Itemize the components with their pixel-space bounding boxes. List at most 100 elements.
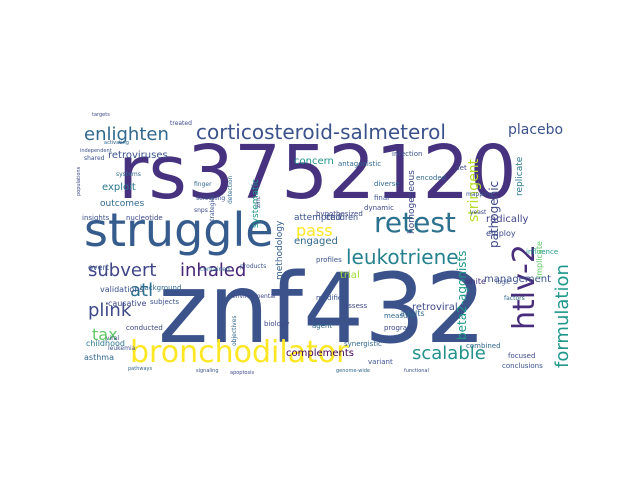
- word-causative: causative: [108, 299, 147, 308]
- word-leukemia: leukemia: [108, 345, 136, 352]
- word-dynamic: dynamic: [364, 204, 394, 212]
- word-detection: detection: [227, 175, 234, 204]
- word-management: management: [484, 274, 551, 285]
- word-trial: trial: [340, 270, 360, 281]
- word-set: set: [456, 164, 467, 172]
- word-conducted: conducted: [126, 324, 163, 332]
- word-nucleotide: nucleotide: [126, 214, 163, 222]
- word-background: background: [140, 284, 181, 292]
- word-placebo: placebo: [508, 122, 563, 138]
- word-products: products: [240, 263, 266, 270]
- word-independent: independent: [80, 148, 112, 154]
- word-exploit: exploit: [102, 182, 136, 193]
- word-retroviruses: retroviruses: [108, 150, 168, 161]
- word-znf432: znf432: [158, 253, 486, 365]
- word-pass: pass: [296, 221, 333, 240]
- word-inhaled: inhaled: [180, 260, 246, 281]
- word-modifier: modifier: [316, 294, 345, 302]
- word-subjects: subjects: [150, 298, 179, 306]
- word-tax: tax: [92, 325, 118, 344]
- word-concern: concern: [294, 156, 334, 167]
- word-scalable: scalable: [412, 343, 486, 364]
- word-radically: radically: [486, 214, 529, 225]
- word-targets: targets: [92, 112, 110, 118]
- word-attempted: attempted: [294, 213, 341, 223]
- word-employ: employ: [486, 229, 516, 238]
- word-beta2-agonists: beta2-agonists: [455, 251, 469, 340]
- word-final: final: [374, 194, 389, 202]
- word-viral: viral: [106, 335, 119, 342]
- word-childhood: childhood: [86, 339, 125, 348]
- word-genome-wide: genome-wide: [336, 368, 370, 374]
- word-conclusions: conclusions: [502, 362, 543, 370]
- word-atl: atl: [130, 280, 153, 301]
- word-replicate: replicate: [515, 156, 525, 196]
- word-insights: insights: [82, 214, 110, 222]
- word-diverse: diverse: [374, 180, 400, 188]
- word-implicate: implicate: [535, 241, 544, 278]
- word-enlighten: enlighten: [84, 124, 169, 145]
- word-stringent: stringent: [466, 158, 482, 222]
- word-antagonistic: antagonistic: [338, 160, 381, 168]
- word-bronchodilator: bronchodilator: [130, 335, 349, 370]
- word-adults: adults: [400, 309, 425, 318]
- word-homogeneous: homogeneous: [407, 170, 417, 234]
- word-subvert: subvert: [88, 260, 156, 281]
- word-children: children: [326, 213, 358, 222]
- word-retroviral: retroviral: [412, 302, 458, 313]
- word-corticosteroid-salmeterol: corticosteroid-salmeterol: [196, 120, 446, 144]
- word-contained: contained: [200, 266, 230, 273]
- word-infection: infection: [392, 150, 422, 158]
- word-mapping: mapping: [466, 191, 493, 198]
- word-functional: functional: [404, 368, 429, 374]
- word-pathogenic: pathogenic: [487, 181, 501, 248]
- word-assess: assess: [344, 302, 368, 310]
- word-apoptosis: apoptosis: [230, 370, 254, 376]
- word-systems: systems: [116, 171, 141, 178]
- word-validations: validations: [100, 285, 144, 294]
- word-systematic: systematic: [251, 179, 261, 228]
- word-zinc: zinc: [255, 196, 262, 208]
- word-environmental: environmental: [232, 293, 276, 300]
- word-measure: measure: [384, 312, 415, 320]
- word-overt: overt: [88, 263, 109, 272]
- word-complements: complements: [286, 348, 354, 359]
- word-pathways: pathways: [128, 366, 152, 372]
- word-encoded: encoded: [416, 174, 446, 182]
- word-factors: factors: [504, 295, 525, 302]
- word-activating: activating: [104, 140, 129, 146]
- word-formulation: formulation: [552, 264, 573, 368]
- word-outcomes: outcomes: [100, 199, 144, 209]
- word-profiles: profiles: [316, 256, 342, 264]
- word-hypothesized: hypothesized: [316, 210, 363, 218]
- word-plink: plink: [88, 300, 132, 321]
- word-biology: biology: [264, 320, 289, 328]
- word-program: program: [384, 324, 414, 332]
- word-shared: shared: [84, 155, 105, 162]
- word-white: white: [464, 277, 486, 286]
- word-agent: agent: [312, 322, 332, 330]
- word-variant: variant: [368, 358, 393, 366]
- word-screening: screening: [196, 195, 225, 202]
- word-populations: populations: [76, 166, 82, 196]
- word-htlv-2: htlv-2: [507, 244, 542, 330]
- word-influence: influence: [526, 248, 558, 256]
- word-logic: logic: [496, 279, 510, 286]
- word-leukotriene: leukotriene: [346, 245, 459, 269]
- word-treated: treated: [170, 120, 192, 127]
- word-objectives: objectives: [231, 315, 238, 346]
- word-snps: snps: [194, 207, 208, 214]
- word-yeast: yeast: [470, 209, 487, 216]
- word-finger: finger: [194, 181, 212, 188]
- word-methodology: methodology: [275, 220, 285, 280]
- word-focused: focused: [508, 352, 535, 360]
- word-combined: combined: [466, 342, 501, 350]
- word-synergistic: synergistic: [344, 340, 382, 348]
- word-strategies: strategies: [209, 194, 216, 224]
- word-engaged: engaged: [294, 236, 338, 247]
- word-struggle: struggle: [84, 203, 274, 257]
- word-retest: retest: [374, 206, 456, 239]
- word-rs3752120: rs3752120: [118, 130, 517, 216]
- word-asthma: asthma: [84, 353, 114, 362]
